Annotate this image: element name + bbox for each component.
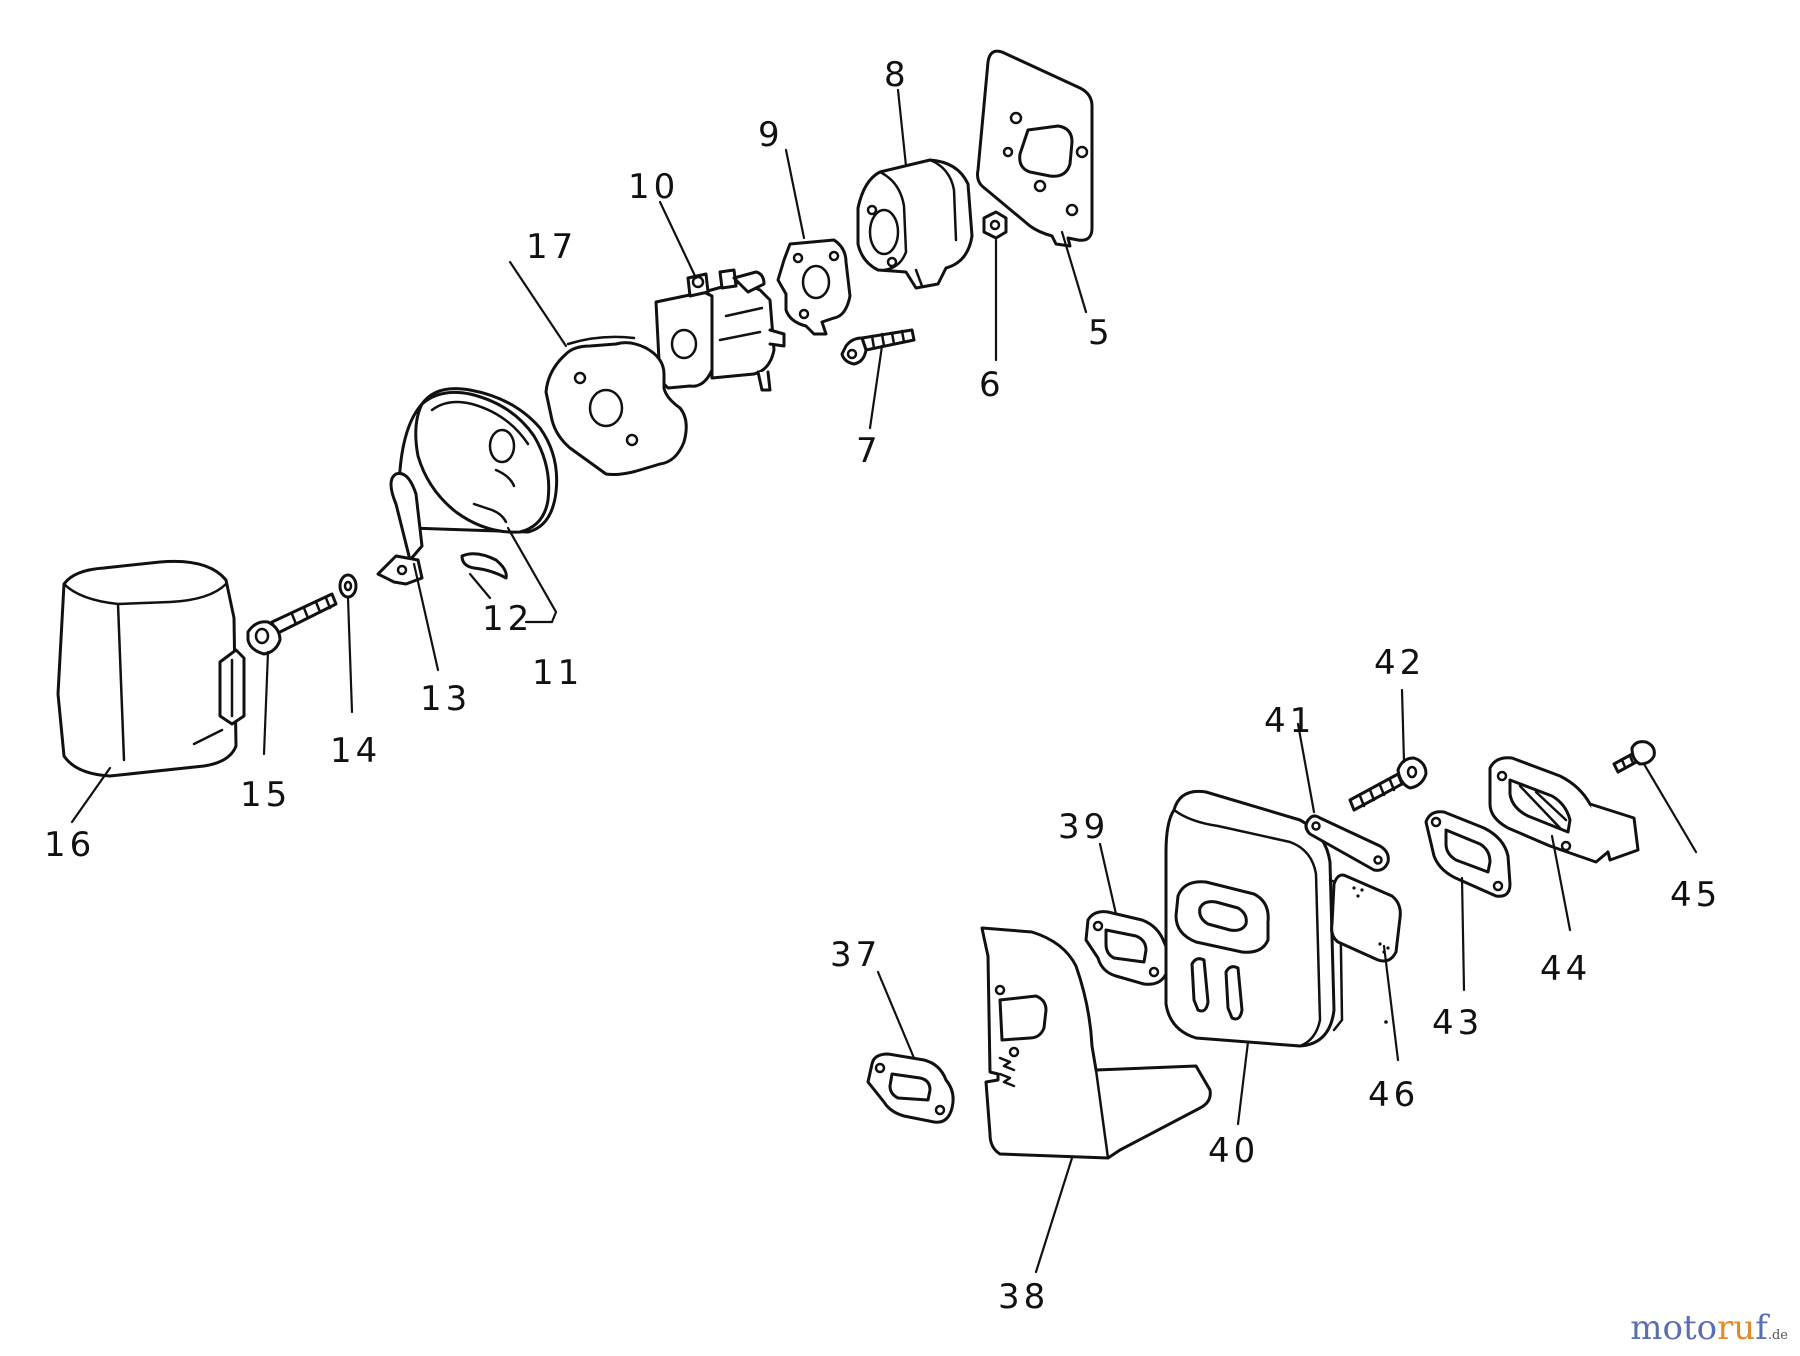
part-40-muffler: [1164, 789, 1344, 1048]
callout-45: 45: [1670, 875, 1721, 915]
watermark-part-3: f: [1755, 1308, 1768, 1348]
callout-labels: 5 6 7 8 9 10 11 12 13 14 15 16 17 37 38 …: [44, 55, 1721, 1317]
part-6-nut: [982, 210, 1008, 240]
part-7-bolt: [840, 328, 916, 366]
callout-15: 15: [240, 775, 291, 815]
callout-16: 16: [44, 825, 95, 865]
callout-43: 43: [1432, 1003, 1483, 1043]
part-39-muffler-gasket: [1084, 910, 1171, 986]
part-46-spark-screen: [1330, 873, 1402, 1024]
part-41-plate: [1304, 814, 1390, 872]
callout-12: 12: [482, 599, 533, 639]
callout-37: 37: [830, 935, 881, 975]
part-14-washer: [338, 573, 358, 599]
part-15-bolt: [246, 592, 338, 656]
callout-13: 13: [420, 679, 471, 719]
motoruf-watermark: motoruf.de: [1630, 1308, 1788, 1348]
callout-17: 17: [526, 227, 577, 267]
part-37-muffler-gasket: [866, 1052, 955, 1124]
part-11-cleaner-case: [397, 387, 559, 534]
part-42-bolt: [1348, 756, 1428, 812]
part-45-screw: [1612, 740, 1656, 774]
callout-7: 7: [856, 431, 882, 471]
callout-42: 42: [1374, 643, 1425, 683]
part-12-packing: [460, 552, 508, 580]
part-38-heat-shield: [980, 926, 1212, 1160]
callout-6: 6: [979, 365, 1005, 405]
callout-9: 9: [758, 115, 784, 155]
callout-44: 44: [1540, 949, 1591, 989]
callout-46: 46: [1368, 1075, 1419, 1115]
callout-11: 11: [532, 653, 583, 693]
callout-39: 39: [1058, 807, 1109, 847]
part-16-cleaner-cover: [56, 559, 246, 778]
part-17-cleaner-gasket: [544, 335, 688, 476]
watermark-part-2: ru: [1717, 1308, 1756, 1348]
part-43-gasket: [1424, 810, 1512, 898]
part-13-wing-nut: [376, 471, 424, 586]
callout-5: 5: [1088, 313, 1114, 353]
callout-41: 41: [1264, 701, 1315, 741]
callout-14: 14: [330, 731, 381, 771]
watermark-tld: .de: [1767, 1328, 1788, 1343]
callout-40: 40: [1208, 1131, 1259, 1171]
part-10-carburetor: [654, 268, 786, 392]
leader-lines: [70, 88, 1698, 1274]
part-5-gasket-plate: [976, 49, 1094, 248]
part-9-carb-gasket: [776, 238, 852, 336]
watermark-part-1: moto: [1630, 1308, 1718, 1348]
callout-38: 38: [998, 1277, 1049, 1317]
part-44-muffler-cover: [1488, 756, 1640, 864]
callout-8: 8: [884, 55, 910, 95]
callout-10: 10: [628, 167, 679, 207]
part-8-insulator: [856, 158, 974, 290]
